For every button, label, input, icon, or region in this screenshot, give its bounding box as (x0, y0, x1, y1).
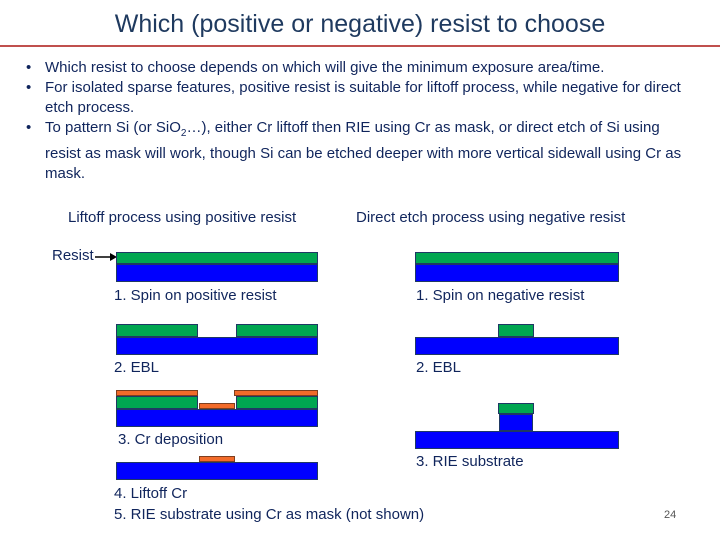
etched-substrate-pillar (499, 414, 533, 431)
substrate (415, 431, 619, 449)
resist-layer (116, 252, 318, 264)
bullet-item: • Which resist to choose depends on whic… (24, 58, 694, 78)
resist-block-left (116, 396, 198, 409)
left-step-5-label: 5. RIE substrate using Cr as mask (not s… (114, 506, 425, 523)
chromium-on-substrate (199, 403, 235, 409)
resist-feature (498, 324, 534, 337)
left-step-4-label: 4. Liftoff Cr (114, 485, 188, 502)
resist-block-right (236, 324, 318, 337)
resist-block-left (116, 324, 198, 337)
substrate (116, 462, 318, 480)
bullet-subscript: 2 (180, 128, 187, 139)
bullet-marker: • (26, 119, 32, 136)
right-step-3-label: 3. RIE substrate (416, 453, 524, 470)
bullet-text-after: …), either Cr liftoff then RIE using Cr … (45, 119, 682, 182)
substrate (415, 337, 619, 355)
substrate (116, 264, 318, 282)
substrate (116, 409, 318, 427)
bullet-marker: • (26, 59, 32, 76)
chromium-on-resist-right (234, 390, 318, 396)
chromium-on-resist-left (116, 390, 198, 396)
resist-layer (415, 252, 619, 264)
left-step-1-label: 1. Spin on positive resist (114, 287, 277, 304)
slide-title: Which (positive or negative) resist to c… (114, 10, 606, 38)
right-step-2-label: 2. EBL (416, 359, 462, 376)
page-number: 24 (664, 509, 677, 521)
left-column-heading: Liftoff process using positive resist (68, 209, 297, 226)
bullet-item: • To pattern Si (or SiO2…), either Cr li… (24, 118, 694, 184)
bullet-item: • For isolated sparse features, positive… (24, 78, 694, 118)
substrate (415, 264, 619, 282)
bullet-list: • Which resist to choose depends on whic… (24, 58, 694, 184)
bullet-marker: • (26, 79, 32, 96)
resist-label: Resist (52, 247, 94, 264)
bullet-text-before: To pattern Si (or SiO (45, 119, 181, 136)
right-column-heading: Direct etch process using negative resis… (356, 209, 626, 226)
resist-arrow-icon (95, 253, 117, 261)
right-step-1-label: 1. Spin on negative resist (416, 287, 585, 304)
resist-block-right (236, 396, 318, 409)
substrate (116, 337, 318, 355)
bullet-text: For isolated sparse features, positive r… (45, 79, 681, 116)
bullet-text: Which resist to choose depends on which … (45, 59, 605, 76)
left-step-3-label: 3. Cr deposition (118, 431, 224, 448)
title-divider (0, 45, 720, 47)
chromium-mask (199, 456, 235, 462)
resist-feature (498, 403, 534, 414)
left-step-2-label: 2. EBL (114, 359, 160, 376)
